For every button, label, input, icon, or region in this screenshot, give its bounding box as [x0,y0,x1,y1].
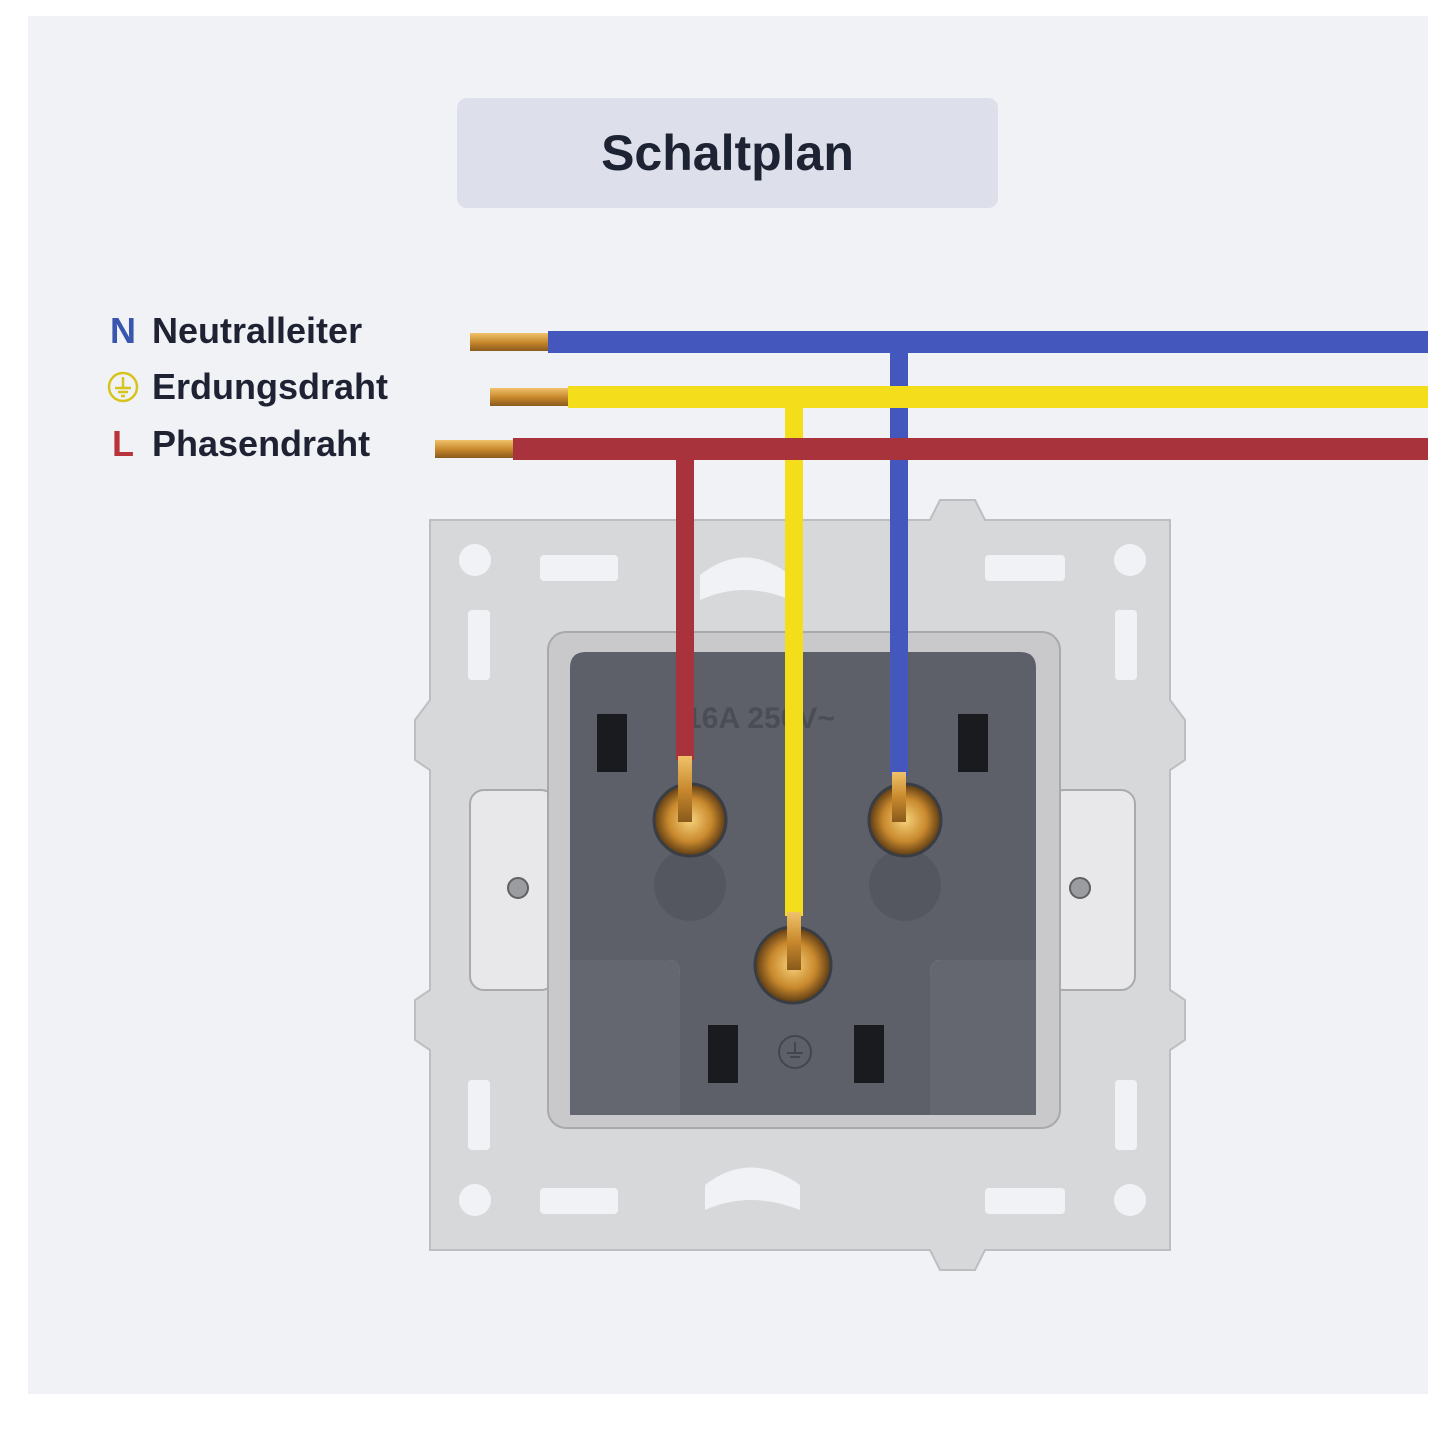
ground-wire [490,386,1428,970]
socket-rating-label: 16A 250V~ [685,702,835,735]
housing-ground-icon [778,1035,812,1069]
legend-label-neutral: Neutralleiter [152,310,363,351]
legend-label-phase: Phasendraht [152,423,371,464]
legend-row-neutral: N Neutralleiter [106,308,362,354]
legend-symbol-phase: L [112,423,134,464]
legend-row-ground: Erdungsdraht [106,364,388,410]
title-box: Schaltplan [457,98,998,208]
legend-label-ground: Erdungsdraht [152,366,389,407]
legend-symbol-neutral: N [110,310,136,351]
socket-housing: 16A 250V~ [547,631,1061,1129]
diagram-title: Schaltplan [601,125,854,181]
phase-wire [435,438,1428,822]
ground-icon [107,371,139,403]
legend-row-phase: L Phasendraht [106,421,370,467]
